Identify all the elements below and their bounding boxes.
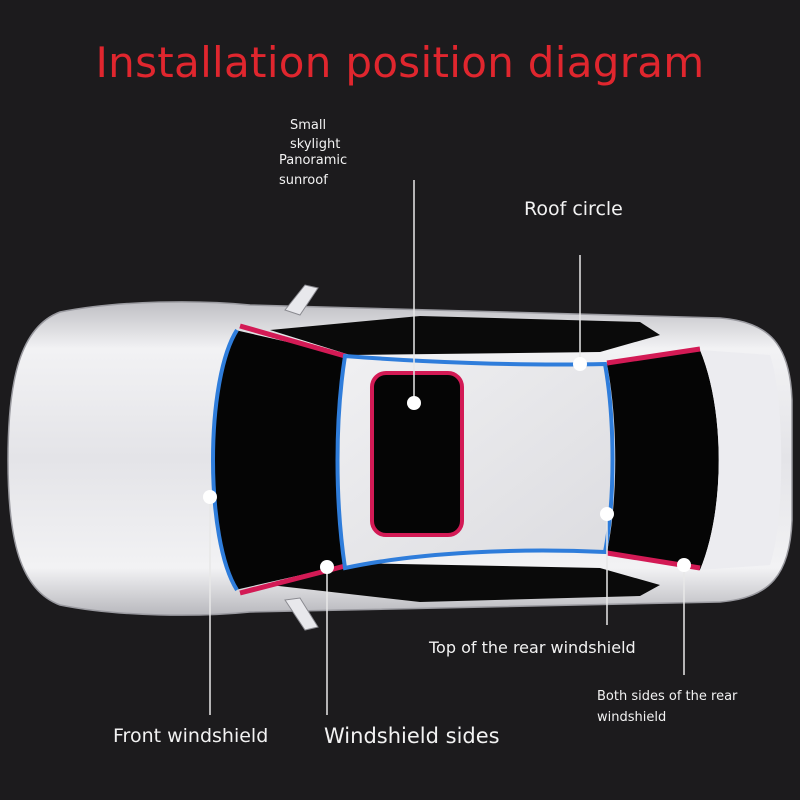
- label-small-skylight-2: skylight: [290, 137, 341, 152]
- marker-skylight: [407, 396, 421, 410]
- label-small-skylight-1: Small: [290, 118, 327, 133]
- marker-windshield-sides: [320, 560, 334, 574]
- right-mirror: [284, 597, 319, 631]
- left-mirror: [284, 284, 319, 316]
- label-windshield-sides: Windshield sides: [324, 724, 500, 748]
- label-panoramic-2: sunroof: [279, 173, 328, 188]
- marker-rear-sides: [677, 558, 691, 572]
- front-windshield-glass: [212, 330, 345, 590]
- rear-windshield-seal-top: [606, 346, 701, 366]
- front-windshield-seal: [211, 328, 239, 592]
- windshield-side-seal-top: [239, 323, 346, 359]
- label-rear-sides-1: Both sides of the rear: [597, 689, 738, 704]
- label-top-rear-windshield: Top of the rear windshield: [429, 638, 636, 657]
- rear-windshield-glass: [607, 350, 719, 570]
- diagram-title: Installation position diagram: [95, 38, 705, 87]
- marker-top-rear-windshield: [600, 507, 614, 521]
- label-front-windshield: Front windshield: [113, 725, 269, 747]
- small-skylight: [370, 371, 464, 537]
- marker-roof-circle: [573, 357, 587, 371]
- label-panoramic-1: Panoramic: [279, 153, 348, 168]
- marker-front-windshield: [203, 490, 217, 504]
- label-roof-circle: Roof circle: [524, 198, 623, 220]
- label-rear-sides-2: windshield: [597, 710, 667, 725]
